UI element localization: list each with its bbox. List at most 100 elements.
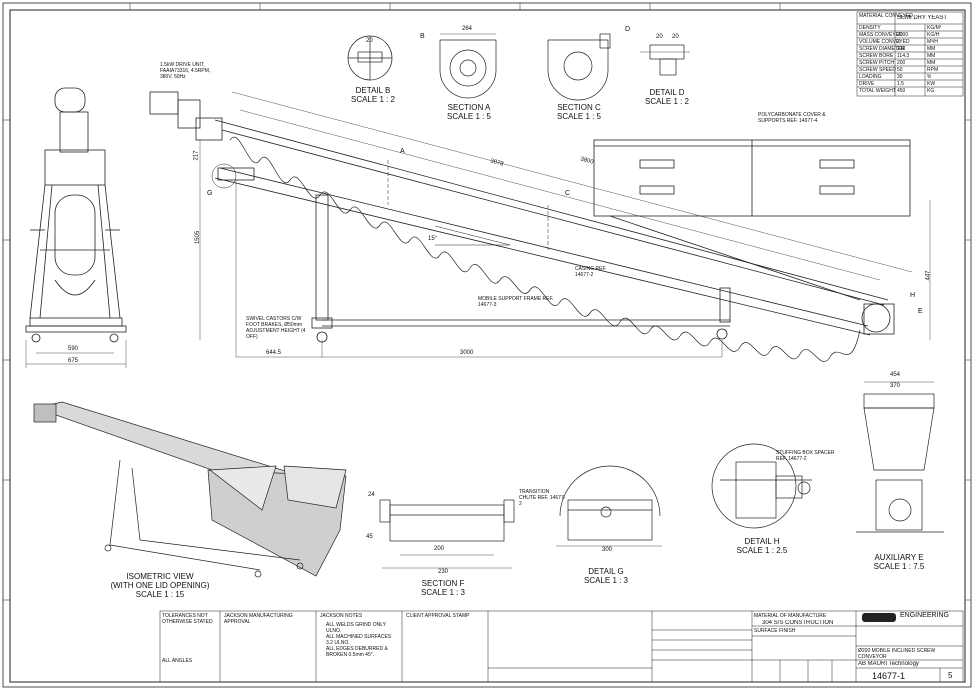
- marker-g: G: [207, 190, 213, 197]
- mat-unit-4: MM: [927, 46, 936, 52]
- mat-unit-2: KG/H: [927, 32, 940, 38]
- section-f-title: SECTION F: [421, 579, 465, 588]
- mat-value-8: 30: [897, 74, 903, 80]
- tb-note-2: ALL EDGES DEBURRED & BROKEN 0.5mm 45°.: [326, 646, 388, 658]
- section-f-view: [379, 499, 515, 569]
- zone-ticks: [3, 3, 971, 601]
- mat-value-10: 450: [897, 88, 906, 94]
- detail-h-title: DETAIL H: [744, 537, 780, 546]
- material-table-grid: [856, 11, 964, 97]
- detail-h-scale: SCALE 1 : 2.5: [736, 546, 788, 555]
- mat-label-2: MASS CONVEYED: [859, 32, 903, 38]
- detail-d-dim1: 20: [656, 34, 663, 40]
- isometric-view: [33, 401, 347, 577]
- section-c-scale: SCALE 1 : 5: [556, 112, 602, 121]
- mat-label-3: VOLUME CONVEYED: [859, 39, 910, 45]
- mat-label-1: DENSITY: [859, 25, 881, 31]
- mat-unit-3: M³/H: [927, 39, 938, 45]
- mat-label-10: TOTAL WEIGHT: [859, 88, 896, 94]
- mat-unit-9: KW: [927, 81, 936, 87]
- dim-height-right: 447: [925, 270, 932, 281]
- dim-offset-top: 217: [193, 150, 200, 161]
- mat-value-7: 50: [897, 67, 903, 73]
- tb-allangles: ALL ANGLES: [162, 658, 193, 664]
- isometric-title-1: ISOMETRIC VIEW: [126, 572, 194, 581]
- mat-label-6: SCREW PITCH: [859, 60, 894, 66]
- drawing-number: 14677-1: [872, 671, 906, 681]
- tb-company: ENGINEERING: [900, 612, 950, 619]
- detail-b-view: [347, 35, 393, 81]
- mat-unit-1: KG/M³: [927, 25, 942, 31]
- mat-label-7: SCREW SPEED: [859, 67, 896, 73]
- detail-d-scale: SCALE 1 : 2: [644, 97, 690, 106]
- tb-note-1: ALL MACHINED SURFACES 3.2 ULNO.: [326, 634, 392, 646]
- detail-d-view: [640, 44, 690, 76]
- mat-label-4: SCREW DIAMETER: [859, 46, 905, 52]
- mat-unit-6: MM: [927, 60, 936, 66]
- section-c-view: [547, 33, 611, 101]
- mat-value-0: SEMI DRY YEAST: [897, 15, 948, 21]
- mat-value-4: 216: [897, 46, 906, 52]
- mat-value-6: 200: [897, 60, 906, 66]
- tb-material-manufacture: MATERIAL OF MANUFACTURE: [754, 613, 827, 619]
- section-f-dim-inner: 200: [434, 546, 445, 552]
- marker-c: C: [565, 190, 571, 197]
- dim-front-total: 675: [68, 358, 79, 364]
- marker-e: E: [918, 308, 923, 315]
- auxiliary-e-view: [856, 381, 944, 533]
- mat-unit-7: RPM: [927, 67, 939, 73]
- detail-g-dim: 300: [602, 547, 613, 553]
- section-a-title: SECTION A: [447, 103, 491, 112]
- mat-unit-8: %: [927, 74, 932, 80]
- casing-note: CASING REF. 14677-2: [575, 266, 607, 278]
- tb-tolerance: TOLERANCES NOT OTHERWISE STATED: [162, 613, 213, 625]
- tb-manufacturing-approval: JACKSON MANUFACTURING APPROVAL: [224, 613, 293, 625]
- mat-label-8: LOADING: [859, 74, 882, 80]
- mat-label-5: SCREW BORE: [859, 53, 894, 59]
- auxiliary-e-dim2: 370: [890, 383, 901, 389]
- front-view: [25, 87, 127, 368]
- main-elevation: [149, 91, 931, 362]
- section-c-marker: D: [625, 26, 631, 33]
- title-block-grid: [159, 610, 964, 683]
- stuffing-box-note: STUFFING BOX SPACER REF. 14677-2: [776, 450, 835, 462]
- mat-label-0: MATERIAL CONVEYED: [859, 13, 913, 19]
- auxiliary-e-title: AUXILIARY E: [874, 553, 924, 562]
- section-f-scale: SCALE 1 : 3: [420, 588, 466, 597]
- mat-value-2: 2000: [897, 32, 909, 38]
- mat-value-9: 1.5: [897, 81, 904, 87]
- section-a-marker: B: [420, 33, 425, 40]
- dim-front-width: 590: [68, 346, 79, 352]
- section-f-dim-outer: 230: [438, 569, 449, 575]
- dim-angle: 15°: [428, 236, 438, 242]
- marker-h: H: [910, 292, 916, 299]
- castors-note: SWIVEL CASTORS C/W FOOT BRAKES, Ø50mm AD…: [246, 316, 306, 340]
- detail-h-view: [711, 443, 812, 529]
- detail-g-title: DETAIL G: [588, 567, 624, 576]
- dim-frame-length: 3000: [460, 350, 474, 356]
- tb-client-approval: CLIENT APPROVAL STAMP: [406, 613, 470, 619]
- detail-g-view: [556, 465, 662, 547]
- tb-company-sub: AB MAURI Technology: [858, 661, 919, 667]
- marker-a: A: [400, 148, 405, 155]
- section-a-view: [439, 33, 497, 99]
- section-a-scale: SCALE 1 : 5: [446, 112, 492, 121]
- detail-b-scale: SCALE 1 : 2: [350, 95, 396, 104]
- section-f-dim-left: 45: [366, 534, 373, 540]
- dim-height-left: 1505: [195, 230, 202, 245]
- tb-title-line: Ø200 MOBILE INCLINED SCREW CONVEYOR: [858, 648, 936, 660]
- tb-note-0: ALL WELDS GRIND ONLY ULNO.: [326, 622, 386, 634]
- dim-offset: 644.5: [266, 350, 282, 356]
- tb-notes-title: JACKSON NOTES: [320, 613, 363, 619]
- section-a-dim: 264: [462, 26, 473, 32]
- tb-surface-finish: SURFACE FINISH: [754, 628, 796, 634]
- detail-b-title: DETAIL B: [355, 86, 391, 95]
- mat-unit-5: MM: [927, 53, 936, 59]
- section-f-dim-top: 24: [368, 492, 375, 498]
- detail-g-scale: SCALE 1 : 3: [583, 576, 629, 585]
- section-c-title: SECTION C: [557, 103, 601, 112]
- mat-value-5: 114.3: [897, 53, 910, 59]
